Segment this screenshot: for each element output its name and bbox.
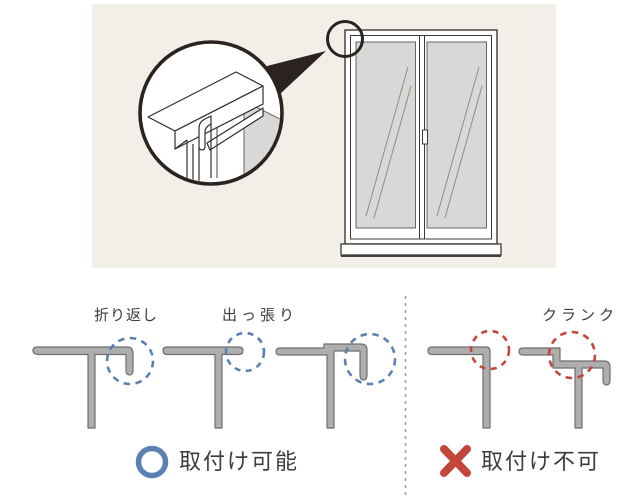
profile-protrusion bbox=[162, 346, 244, 429]
magnifier-rail-front-face bbox=[174, 85, 264, 150]
highlight-circle-ok-3 bbox=[343, 332, 397, 386]
label-crank: クランク bbox=[541, 307, 619, 324]
highlight-circle-ok-1 bbox=[105, 336, 155, 386]
highlight-circle-ok-2 bbox=[224, 331, 266, 373]
label-install-ng: 取付け不可 bbox=[481, 449, 602, 474]
window-glass-left bbox=[355, 41, 416, 229]
label-protrusion: 出っ張り bbox=[221, 307, 299, 324]
window-handle bbox=[422, 129, 428, 145]
magnifier-jamb-top bbox=[174, 139, 188, 150]
profile-foldback bbox=[32, 346, 134, 429]
magnifier-hook-profile bbox=[198, 115, 212, 151]
window-glass-right bbox=[426, 41, 487, 229]
glass-reflection-lines bbox=[365, 66, 483, 219]
highlight-circle-ng-1 bbox=[469, 329, 511, 371]
profile-foldback-deep bbox=[275, 343, 368, 429]
highlight-circle-ng-2 bbox=[547, 330, 597, 380]
window-illustration bbox=[340, 29, 502, 257]
detail-target-circle bbox=[326, 20, 364, 58]
not-installable-cross-icon bbox=[440, 445, 471, 477]
label-foldback: 折り返し bbox=[93, 307, 159, 324]
profile-plain-corner bbox=[427, 346, 491, 429]
window-sill bbox=[340, 243, 502, 256]
installable-circle-icon bbox=[135, 445, 169, 479]
callout-triangle bbox=[267, 51, 326, 94]
label-install-ok: 取付け可能 bbox=[179, 449, 300, 474]
magnifier-foldback-lip bbox=[206, 107, 264, 151]
magnifier-detail bbox=[138, 40, 284, 186]
profile-crank bbox=[518, 347, 611, 429]
